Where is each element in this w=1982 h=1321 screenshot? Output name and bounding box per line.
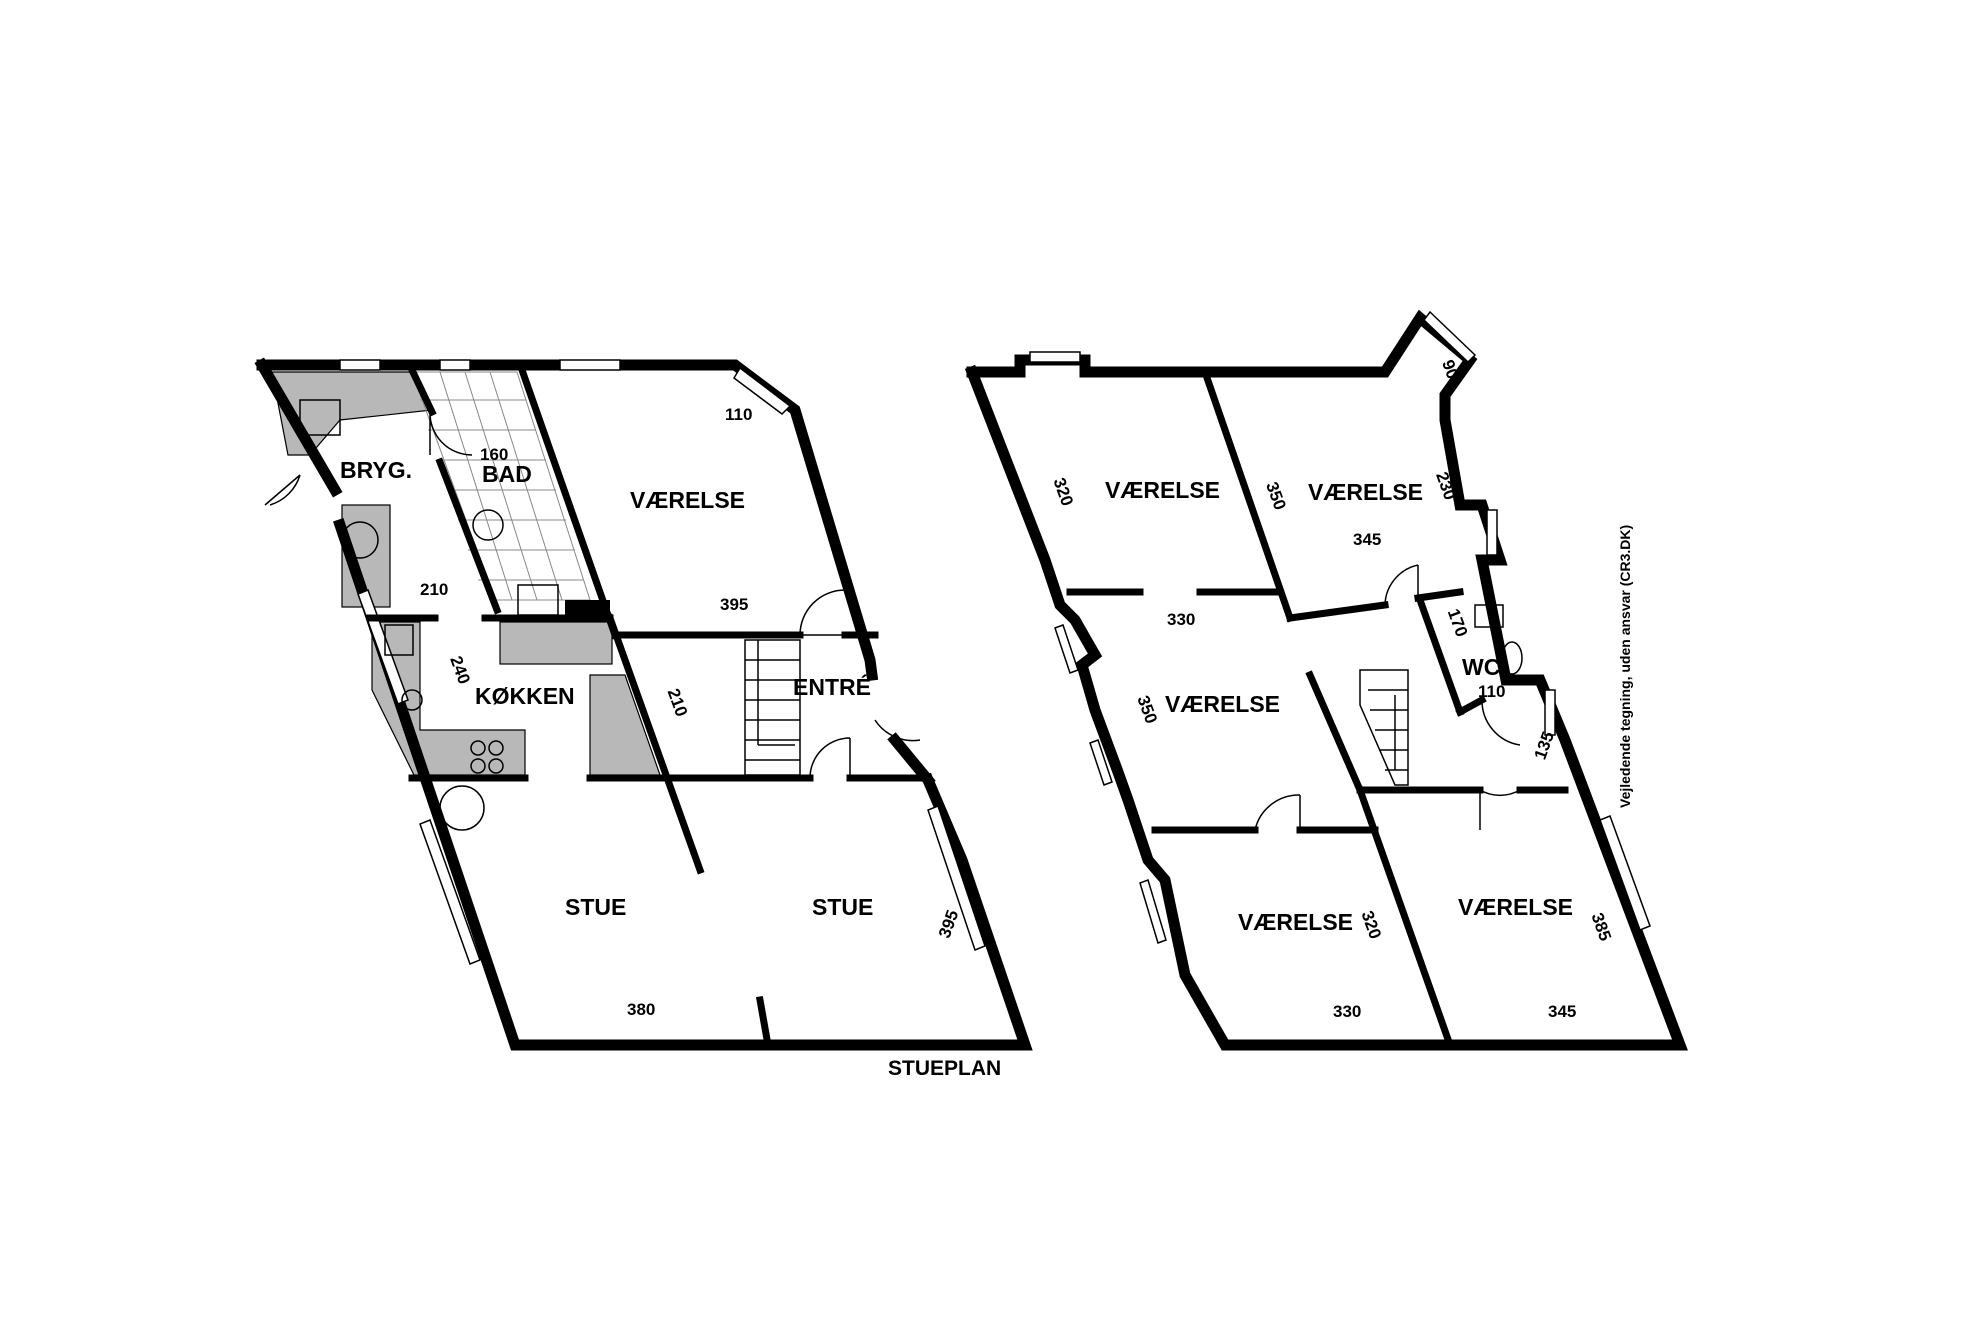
window <box>733 366 792 415</box>
room-label-bad: BAD <box>482 461 532 487</box>
ground-exterior-wall-left <box>254 357 343 498</box>
ground-floor-plan: BRYG. BAD VÆRELSE KØKKEN ENTRÉ STUE STUE… <box>254 357 1033 1080</box>
room-label-koekken: KØKKEN <box>475 683 575 709</box>
room-label-vaerelse-se: VÆRELSE <box>1458 894 1573 920</box>
wc-sink <box>1501 641 1523 675</box>
window <box>927 805 986 951</box>
upper-staircase <box>1359 669 1409 786</box>
window <box>339 359 381 371</box>
kitchen-counter-top <box>499 621 613 665</box>
dim-sw-depth: 320 <box>1357 908 1385 941</box>
dim-koekken-width: 210 <box>664 686 692 719</box>
dim-koekken-depth: 240 <box>446 653 474 686</box>
room-label-vaerelse-sw: VÆRELSE <box>1238 909 1353 935</box>
window <box>559 359 621 371</box>
wc-toilet <box>1474 604 1504 628</box>
room-label-vaerelse: VÆRELSE <box>630 487 745 513</box>
upper-doors <box>1254 564 1521 831</box>
room-label-vaerelse-ne: VÆRELSE <box>1308 479 1423 505</box>
window <box>1486 509 1498 556</box>
ground-doors <box>264 411 921 779</box>
dim-mid-depth: 350 <box>1133 693 1161 726</box>
upper-exterior-wall-top <box>964 309 1688 1051</box>
disclaimer-text: Vejledende tegning, uden ansvar (CR3.DK) <box>1617 525 1633 808</box>
room-label-wc: WC <box>1462 654 1500 680</box>
bathroom-tiles <box>411 371 591 601</box>
window <box>1423 310 1477 364</box>
window <box>1089 739 1113 786</box>
ground-exterior-wall-left-lower <box>333 518 1033 1051</box>
window <box>1139 879 1167 944</box>
dim-nw-depth: 320 <box>1049 475 1077 508</box>
dim-se-depth: 385 <box>1587 910 1615 943</box>
room-label-stue-right: STUE <box>812 894 873 920</box>
room-label-vaerelse-mid: VÆRELSE <box>1165 691 1280 717</box>
dim-wc-width: 110 <box>1478 682 1505 701</box>
dim-vaerelse-width: 395 <box>720 595 748 614</box>
window <box>1054 624 1079 674</box>
upper-floor-plan: VÆRELSE VÆRELSE VÆRELSE VÆRELSE VÆRELSE … <box>964 309 1688 1051</box>
floor-title-stueplan: STUEPLAN <box>888 1057 1001 1080</box>
room-label-stue-left: STUE <box>565 894 626 920</box>
dim-nw-ne-wall: 350 <box>1262 479 1290 512</box>
ground-interior-walls <box>366 365 929 1050</box>
room-label-entre: ENTRÉ <box>793 673 871 700</box>
room-label-bryg: BRYG. <box>340 457 412 483</box>
dim-bad-width: 160 <box>480 445 508 464</box>
dim-sw-width: 330 <box>1333 1002 1361 1021</box>
window <box>1599 815 1651 931</box>
dim-stue-depth: 395 <box>935 907 963 940</box>
window <box>439 359 471 371</box>
room-label-vaerelse-nw: VÆRELSE <box>1105 477 1220 503</box>
dim-se-width: 345 <box>1548 1002 1576 1021</box>
window <box>1029 351 1081 363</box>
upper-interior-walls <box>1066 367 1569 1050</box>
dim-ne-width: 345 <box>1353 530 1381 549</box>
dim-stue-width: 380 <box>627 1000 655 1019</box>
ground-fixtures <box>299 399 559 831</box>
ground-staircase <box>744 639 801 776</box>
window <box>419 819 481 965</box>
ground-exterior-wall-right <box>887 732 936 788</box>
dim-mid-width: 330 <box>1167 610 1195 629</box>
dim-bryg-width: 210 <box>420 580 448 599</box>
window <box>1544 689 1556 736</box>
dim-wc-depth: 170 <box>1444 606 1472 639</box>
dim-vaerelse-corner: 110 <box>725 405 752 424</box>
